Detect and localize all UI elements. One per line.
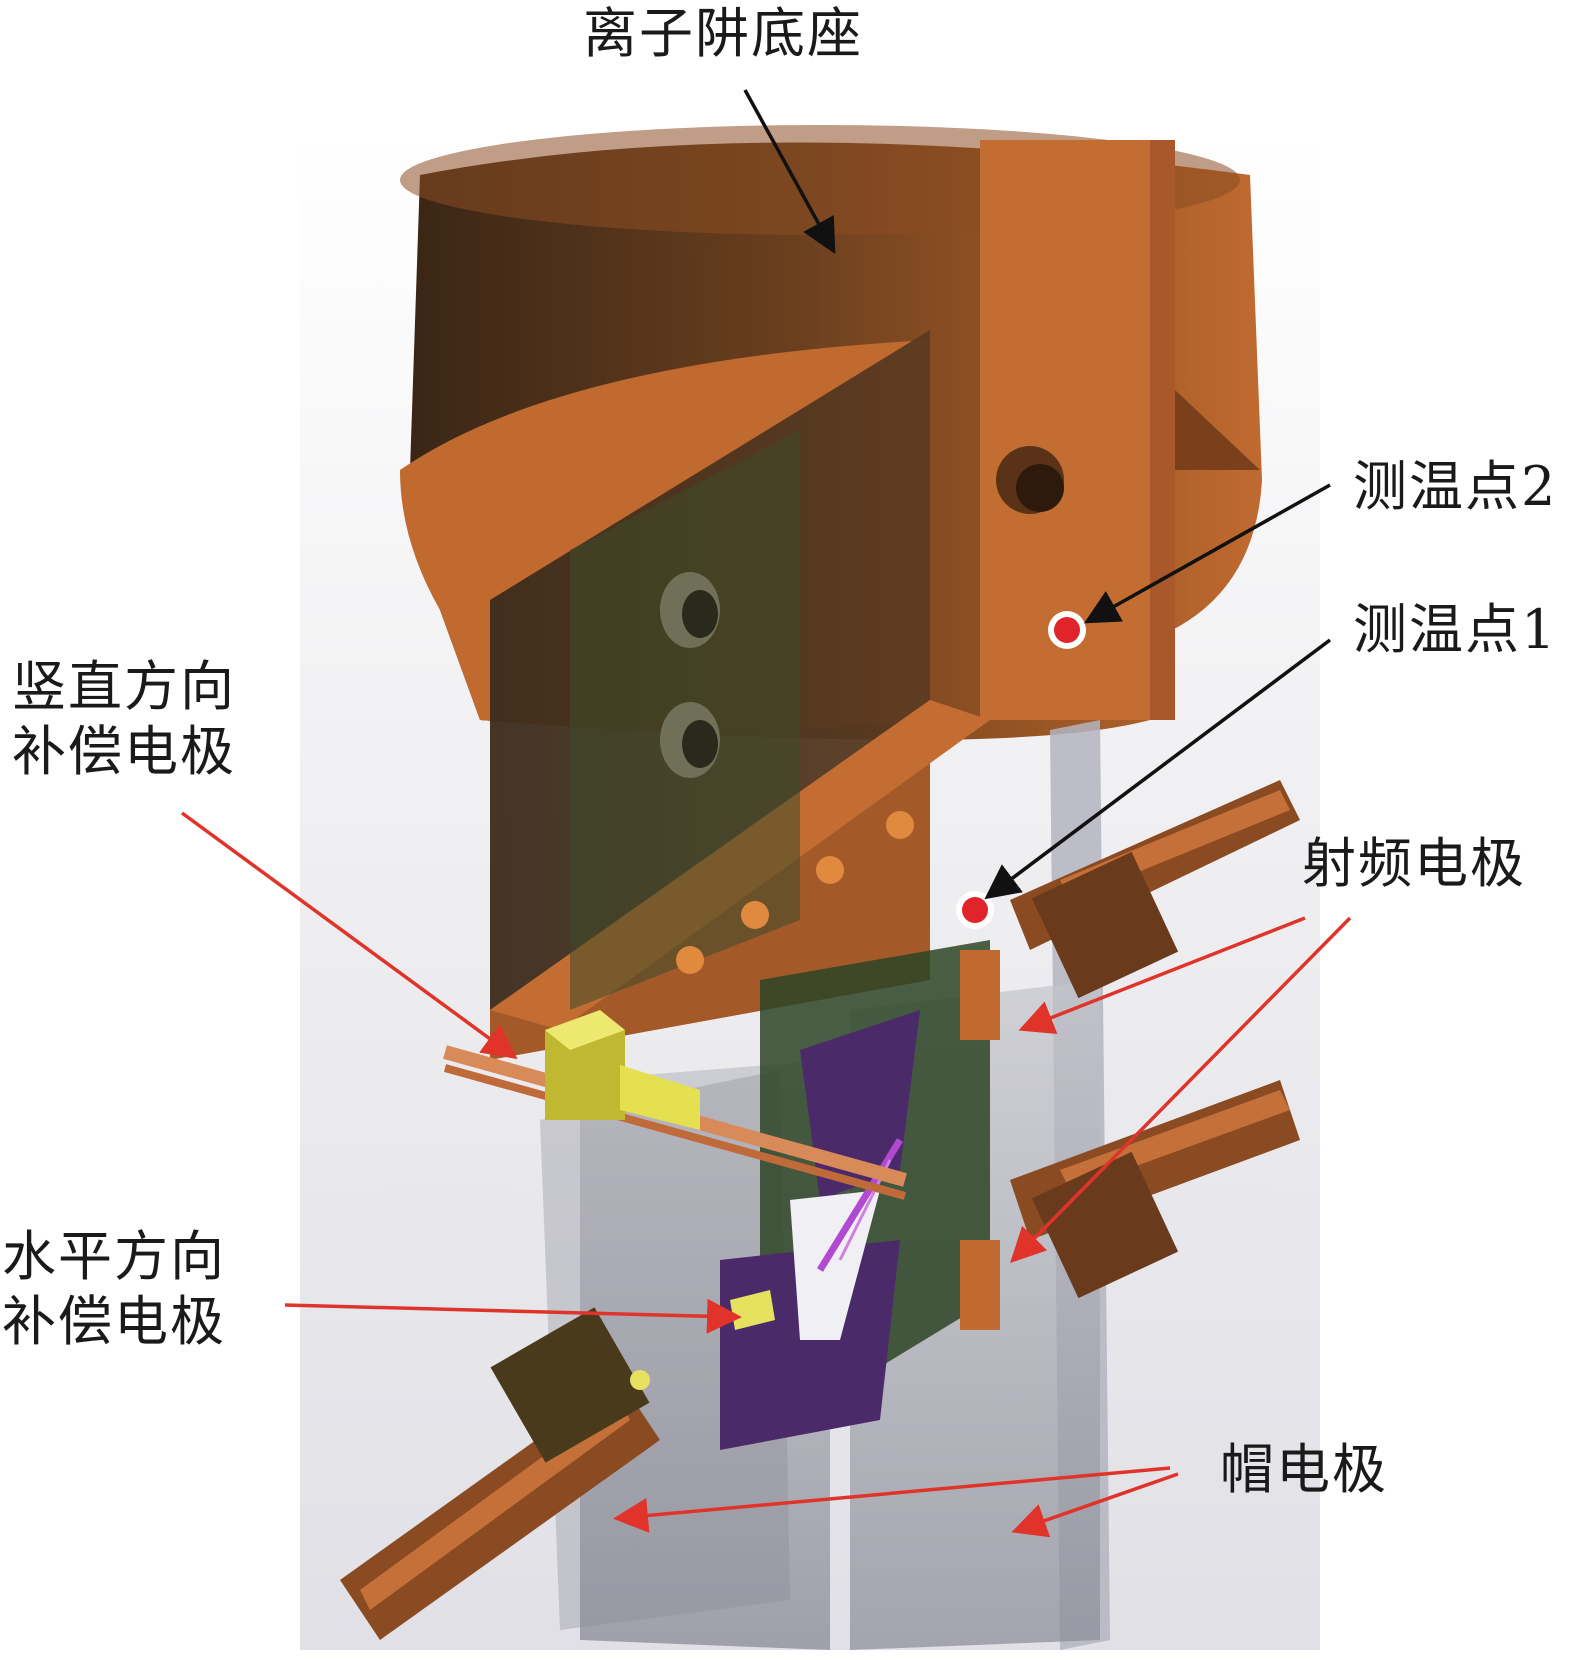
vertical-comp-electrode — [443, 1010, 907, 1200]
label-temp-point-1: 测温点1 — [1353, 598, 1558, 661]
label-vertical-comp-line1: 竖直方向 — [12, 655, 236, 718]
temp-point-1-arrow — [984, 638, 1332, 900]
temp-point-2-arrow — [1083, 483, 1331, 624]
label-horizontal-comp-line1: 水平方向 — [2, 1225, 226, 1288]
label-rf-electrode: 射频电极 — [1302, 832, 1526, 895]
label-temp-point-2: 测温点2 — [1353, 455, 1558, 518]
rf-arrow-lower — [1010, 916, 1352, 1263]
cap-arrow-right — [1011, 1472, 1179, 1538]
base-arrow — [743, 89, 836, 255]
label-horizontal-comp: 水平方向 补偿电极 — [2, 1225, 226, 1355]
temp-point-1-marker — [956, 891, 994, 929]
rf-arrow-upper — [1018, 916, 1306, 1035]
horizontal-comp-electrode — [340, 1290, 775, 1640]
cap-arrow-left — [613, 1466, 1171, 1533]
rf-connectors — [960, 780, 1300, 1330]
label-horizontal-comp-line2: 补偿电极 — [2, 1289, 226, 1353]
horizontal-comp-arrow — [284, 1298, 742, 1334]
label-vertical-comp: 竖直方向 补偿电极 — [12, 655, 236, 785]
temp-point-2-marker — [1048, 611, 1086, 649]
vertical-comp-arrow — [180, 811, 518, 1060]
label-base: 离子阱底座 — [583, 2, 863, 65]
label-cap-electrode: 帽电极 — [1220, 1438, 1388, 1501]
label-vertical-comp-line2: 补偿电极 — [12, 719, 236, 783]
